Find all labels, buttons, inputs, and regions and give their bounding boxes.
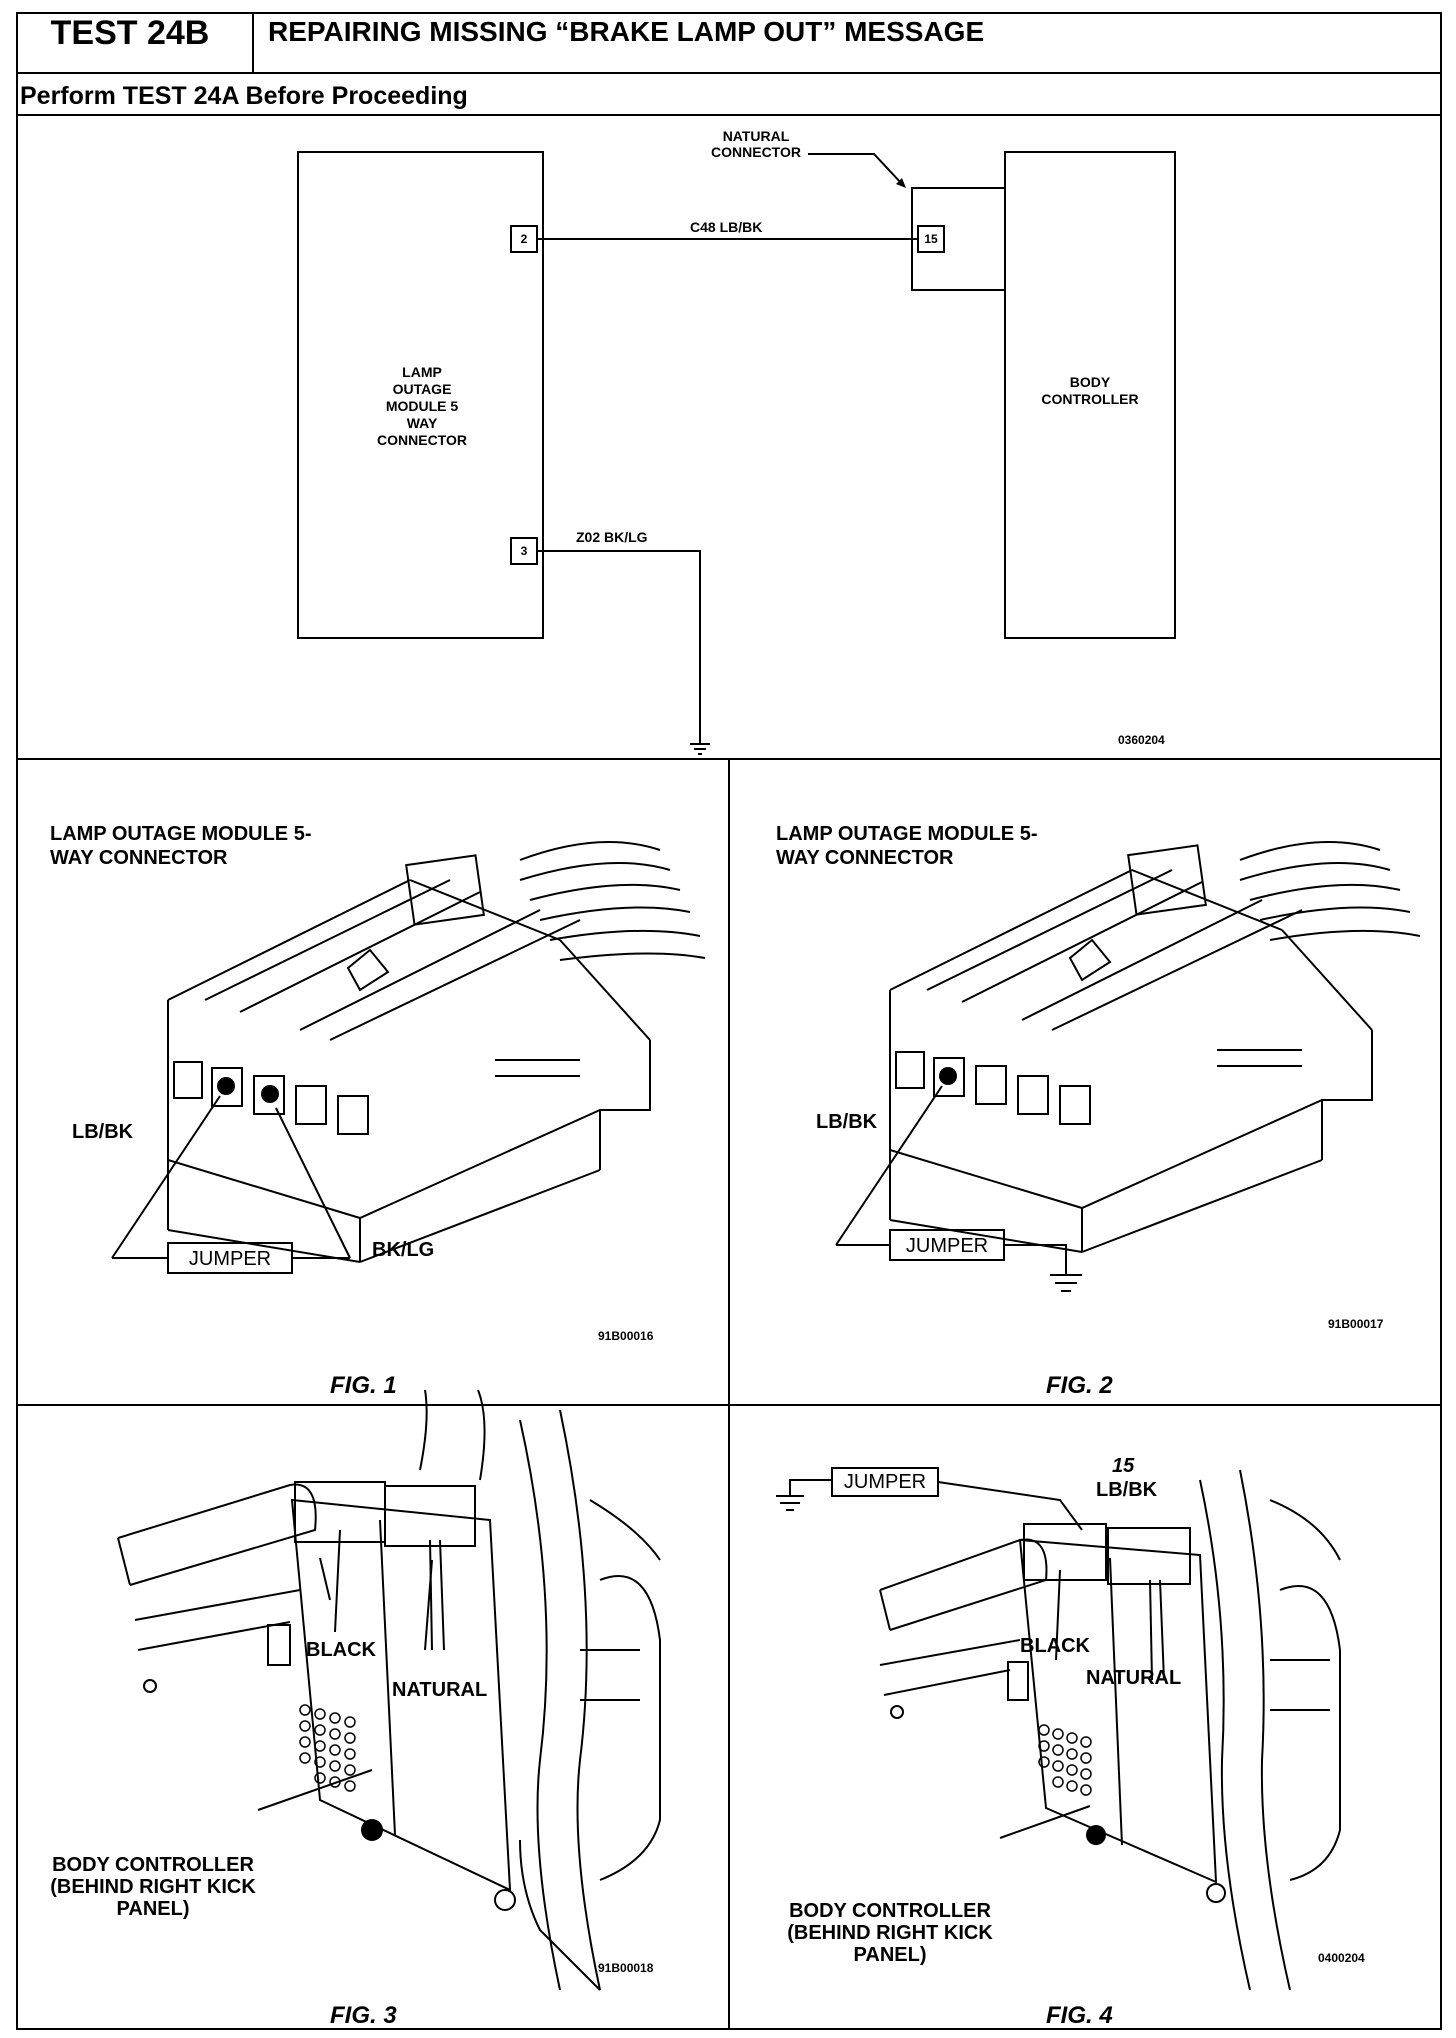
fig4-label-natural: NATURAL [1086, 1667, 1182, 1689]
fig3-caption: FIG. 3 [330, 2002, 397, 2029]
header-divider [16, 72, 1442, 74]
fig2-title: LAMP OUTAGE MODULE 5-WAY CONNECTOR [776, 823, 1038, 869]
natural-connector-label: NATURAL CONNECTOR [711, 128, 801, 160]
subtitle-divider [16, 114, 1442, 116]
wire-z02-label: Z02 BK/LG [576, 529, 648, 545]
fig3-label-black: BLACK [306, 1639, 376, 1661]
figure-row-divider [16, 1404, 1442, 1406]
fig4-controller-label: BODY CONTROLLER (BEHIND RIGHT KICK PANEL… [787, 1900, 993, 1966]
schematic-ref: 0360204 [1118, 733, 1165, 747]
pin-3-label: 3 [520, 544, 528, 558]
wire-z02 [537, 550, 701, 738]
fig2-caption: FIG. 2 [1046, 1372, 1113, 1399]
fig4-wire-label: LB/BK [1096, 1479, 1158, 1501]
fig1-terminal-bklg [261, 1085, 279, 1103]
lamp-module-box [297, 151, 544, 639]
lamp-module-label: LAMP OUTAGE MODULE 5 WAY CONNECTOR [377, 364, 467, 448]
fig2-jumper-label: JUMPER [905, 1235, 989, 1257]
fig4-ref: 0400204 [1318, 1951, 1365, 1965]
fig1-caption: FIG. 1 [330, 1372, 397, 1399]
pin-2-label: 2 [520, 232, 528, 246]
fig4-caption: FIG. 4 [1046, 2002, 1113, 2029]
natural-leader-arrow [896, 178, 906, 188]
fig3-label-natural: NATURAL [392, 1679, 488, 1701]
fig1-label-bklg: BK/LG [372, 1239, 435, 1261]
fig2-terminal-lbbk [939, 1067, 957, 1085]
figure-column-divider [728, 758, 730, 2030]
fig1-label-lbbk: LB/BK [72, 1121, 134, 1143]
natural-leader [808, 153, 903, 185]
fig1-ref: 91B00016 [598, 1329, 654, 1343]
body-controller-label: BODY CONTROLLER [1041, 374, 1139, 407]
fig2-ref: 91B00017 [1328, 1317, 1384, 1331]
body-controller-box [1004, 151, 1176, 639]
fig1-jumper-box [167, 1242, 293, 1274]
fig3-ref: 91B00018 [598, 1961, 654, 1975]
pin-15-label: 15 [924, 232, 938, 246]
fig1-title: LAMP OUTAGE MODULE 5-WAY CONNECTOR [50, 823, 312, 869]
fig4-jumper-label: JUMPER [843, 1471, 927, 1493]
fig1-terminal-lbbk [217, 1077, 235, 1095]
wire-c48-label: C48 LB/BK [690, 219, 763, 235]
fig4-controller-dot [1086, 1825, 1106, 1845]
fig4-pin-label: 15 [1112, 1455, 1135, 1477]
fig3-controller-dot [361, 1819, 383, 1841]
page-title: REPAIRING MISSING “BRAKE LAMP OUT” MESSA… [268, 16, 985, 47]
test-id: TEST 24B [50, 14, 210, 52]
fig2-label-lbbk: LB/BK [816, 1111, 878, 1133]
page-subtitle: Perform TEST 24A Before Proceeding [20, 82, 468, 110]
fig4-label-black: BLACK [1020, 1635, 1090, 1657]
test-id-divider [252, 12, 254, 72]
fig3-controller-label: BODY CONTROLLER (BEHIND RIGHT KICK PANEL… [50, 1854, 256, 1920]
fig1-jumper-label: JUMPER [188, 1248, 272, 1270]
